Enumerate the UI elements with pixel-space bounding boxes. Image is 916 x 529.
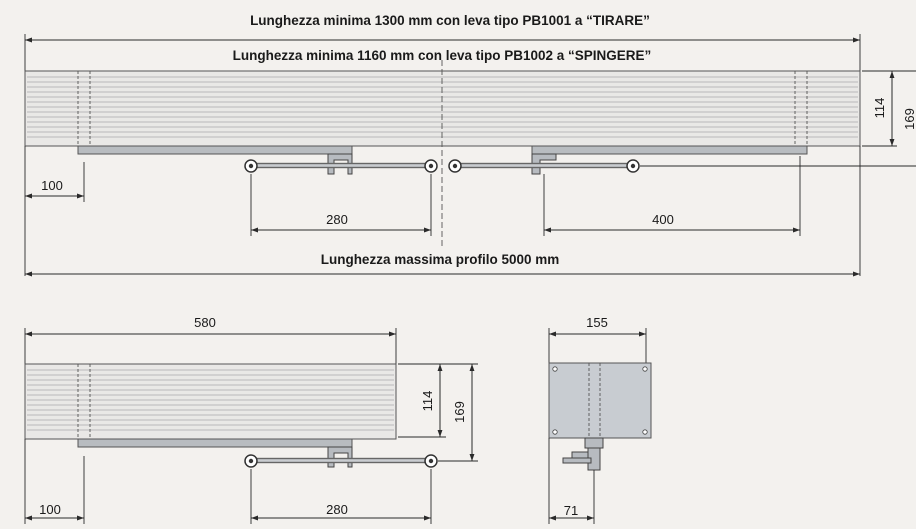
profile-height-value: 114 bbox=[872, 98, 887, 119]
door-closer-profile bbox=[24, 70, 861, 147]
short-profile-height-value: 114 bbox=[420, 391, 435, 412]
min-length-pull-label: Lunghezza minima 1300 mm con leva tipo P… bbox=[250, 13, 650, 28]
right-arm-value: 400 bbox=[652, 212, 674, 227]
screw-hole-icon bbox=[642, 429, 648, 435]
right-lever-arm bbox=[448, 153, 916, 175]
side-view: 155 71 bbox=[548, 315, 652, 524]
profile-stripes bbox=[27, 76, 858, 138]
short-profile-stripes bbox=[27, 369, 394, 431]
left-lever-arm bbox=[244, 153, 438, 175]
short-door-closer-profile bbox=[24, 363, 397, 440]
end-offset-value: 100 bbox=[41, 178, 63, 193]
side-bracket bbox=[562, 437, 604, 471]
screw-hole-icon bbox=[642, 366, 648, 372]
screw-hole-icon bbox=[552, 366, 558, 372]
left-guide-rail bbox=[77, 145, 353, 155]
side-width-value: 155 bbox=[586, 315, 608, 330]
short-end-offset-value: 100 bbox=[39, 502, 61, 517]
bottom-left-view: 580 bbox=[24, 315, 478, 524]
total-height-value: 169 bbox=[902, 108, 916, 130]
side-offset-value: 71 bbox=[564, 503, 578, 518]
screw-hole-icon bbox=[552, 429, 558, 435]
left-arm-value: 280 bbox=[326, 212, 348, 227]
short-lever-arm bbox=[244, 446, 438, 468]
min-length-push-label: Lunghezza minima 1160 mm con leva tipo P… bbox=[233, 48, 652, 63]
short-guide-rail bbox=[77, 438, 353, 448]
short-arm-value: 280 bbox=[326, 502, 348, 517]
max-length-label: Lunghezza massima profilo 5000 mm bbox=[321, 252, 560, 267]
short-profile-length-value: 580 bbox=[194, 315, 216, 330]
top-view: Lunghezza minima 1300 mm con leva tipo P… bbox=[24, 13, 916, 277]
right-guide-rail bbox=[531, 145, 808, 155]
short-total-height-value: 169 bbox=[452, 401, 467, 423]
